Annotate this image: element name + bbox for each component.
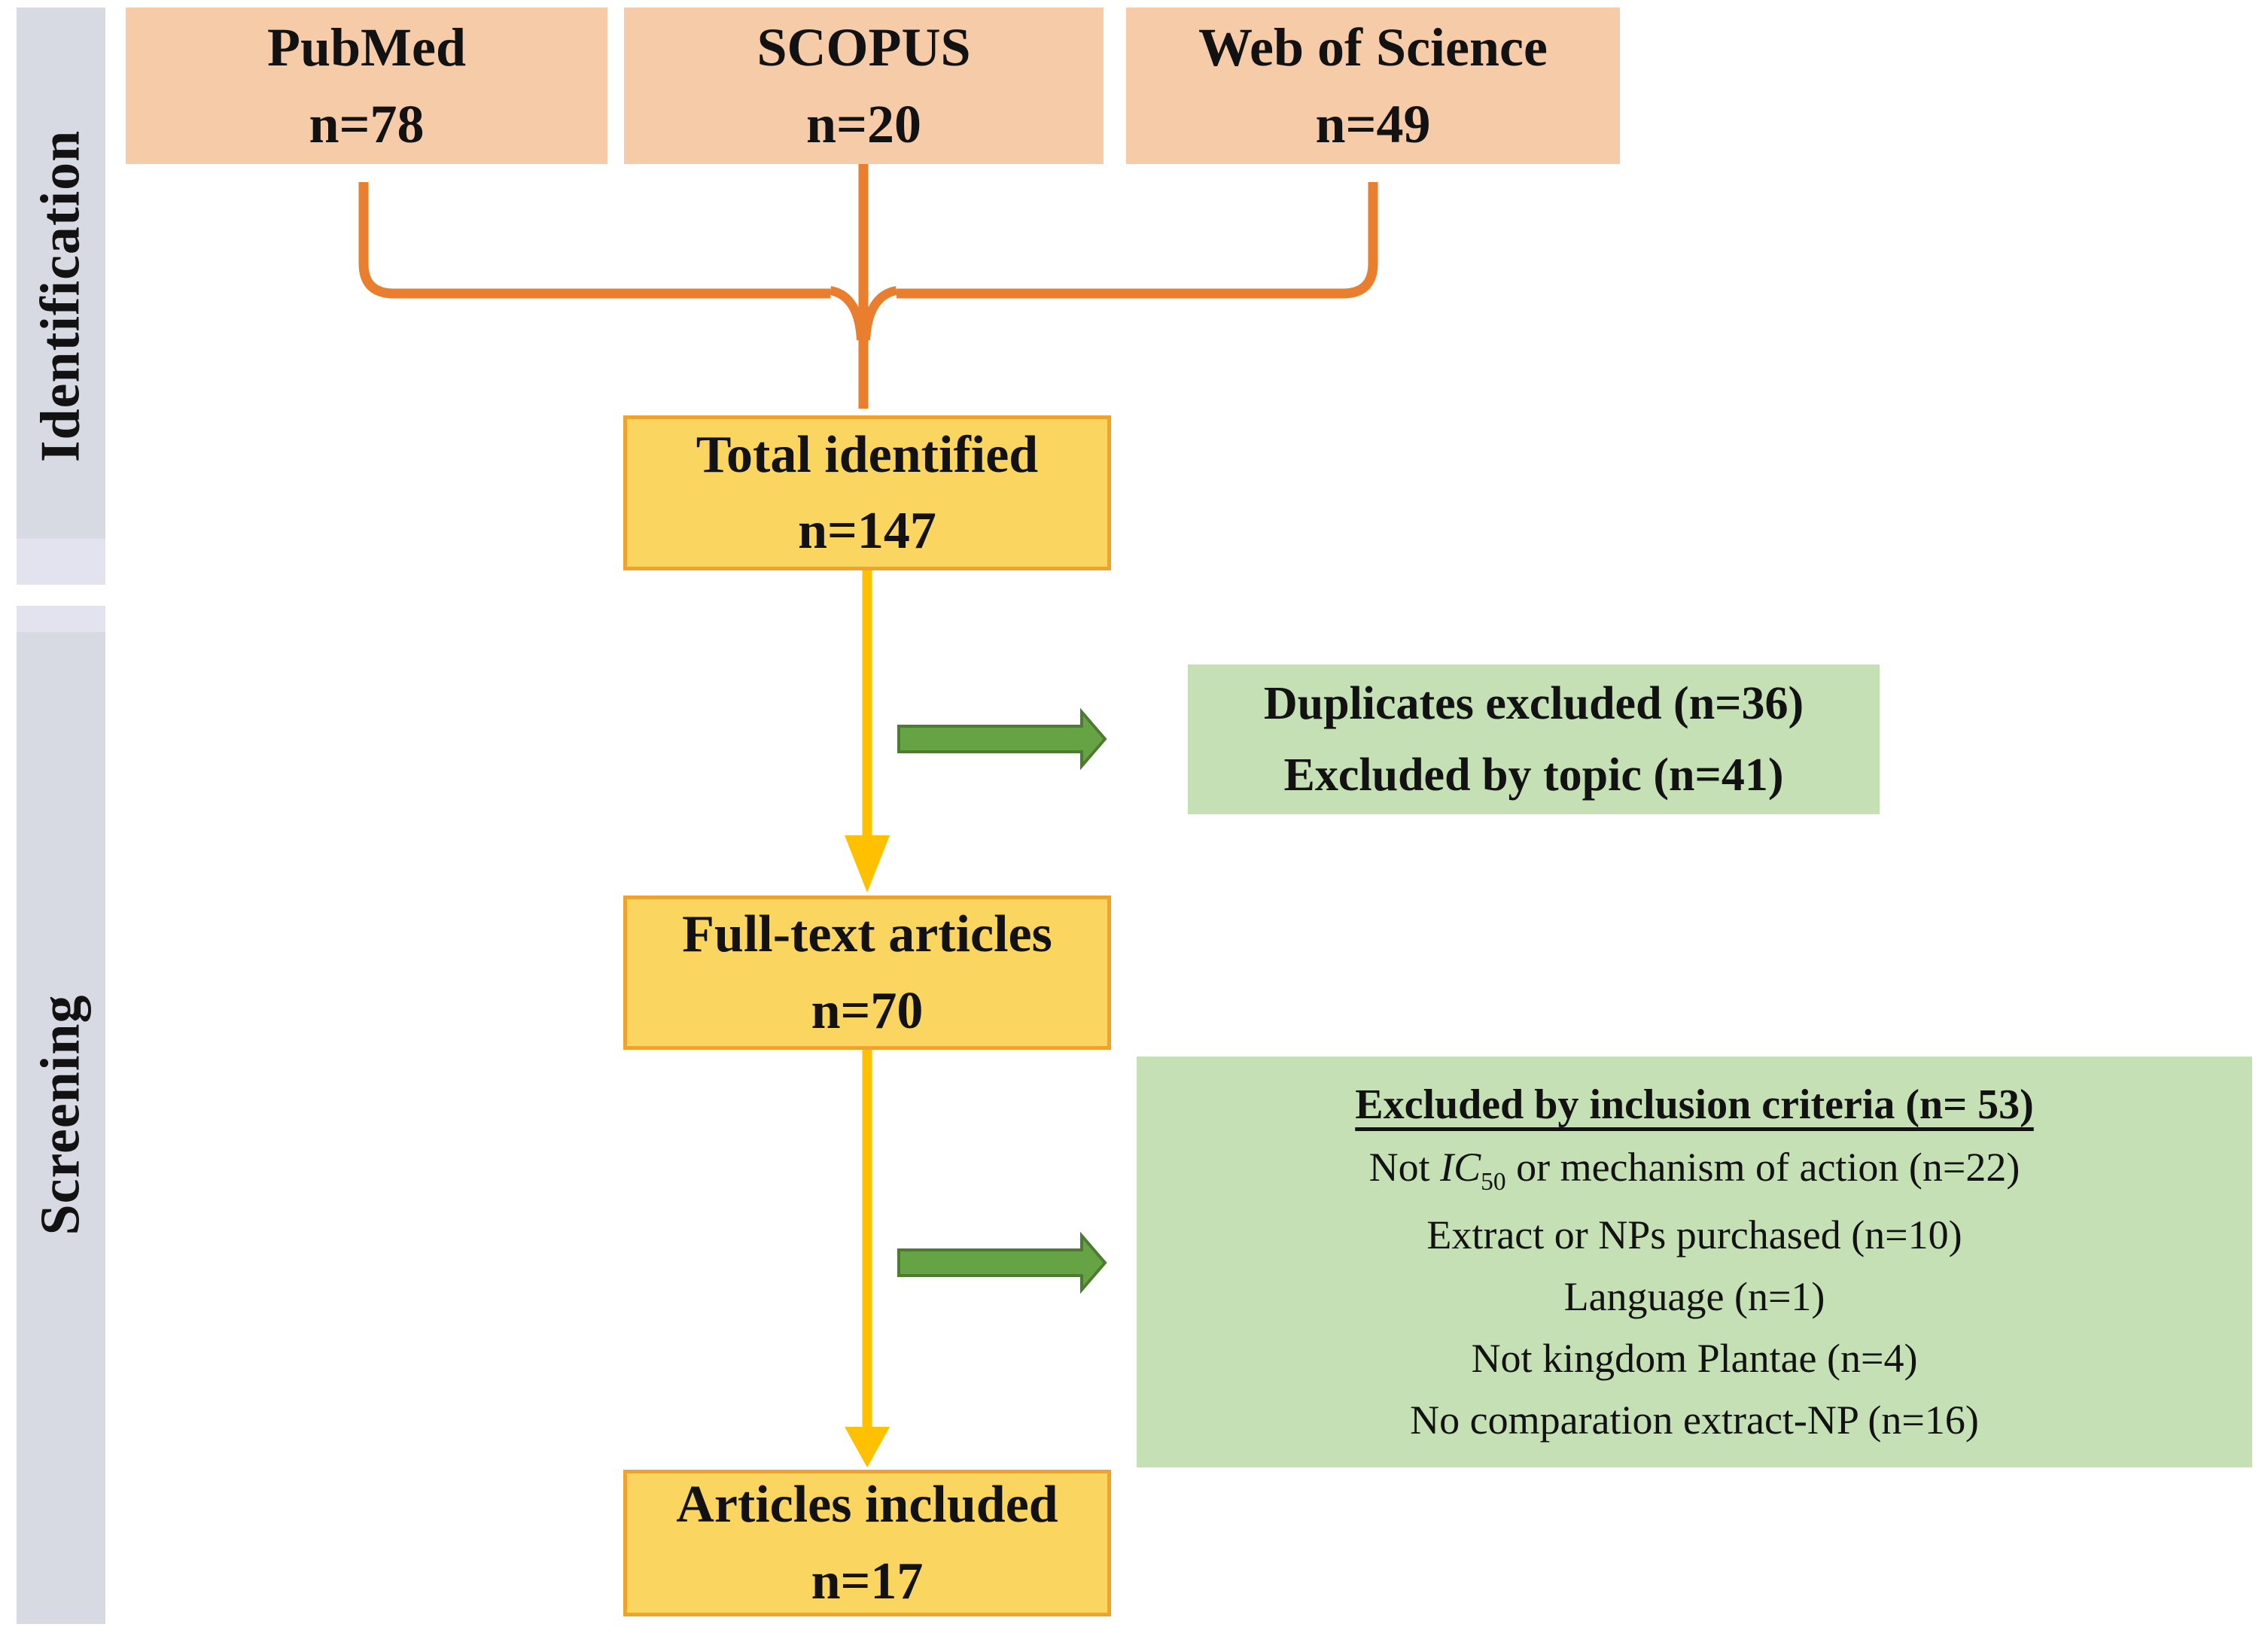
fulltext-articles-box: Full-text articles n=70	[623, 896, 1111, 1050]
box-title: Articles included	[676, 1476, 1058, 1534]
articles-included-box: Articles included n=17	[623, 1470, 1111, 1616]
total-identified-box: Total identified n=147	[623, 415, 1111, 570]
right-arrow-criteria	[897, 1231, 1107, 1294]
down-arrow-1	[845, 570, 890, 893]
inclusion-criteria-box: Excluded by inclusion criteria (n= 53) N…	[1137, 1057, 2252, 1467]
box-count: n=147	[798, 502, 936, 560]
source-box-web-of-science: Web of Science n=49	[1126, 8, 1620, 164]
source-count: n=78	[309, 94, 425, 154]
source-box-pubmed: PubMed n=78	[126, 8, 607, 164]
screening-label: Screening	[29, 994, 92, 1236]
merge-stem	[858, 164, 869, 409]
phase-band-screening: Screening	[17, 606, 105, 1624]
box-count: n=17	[811, 1552, 924, 1610]
ic-italic: IC	[1440, 1145, 1481, 1191]
exclusion-item: Extract or NPs purchased (n=10)	[1426, 1212, 1962, 1257]
source-name: PubMed	[266, 17, 467, 78]
exclusion-line: Duplicates excluded (n=36)	[1263, 678, 1804, 730]
sources-merge-connector	[358, 182, 1378, 341]
source-count: n=49	[1315, 94, 1431, 154]
exclusion-item-ic50: Not IC50 or mechanism of action (n=22)	[1368, 1145, 2020, 1196]
exclusion-item: Not kingdom Plantae (n=4)	[1471, 1335, 1918, 1381]
exclusion-line: Excluded by topic (n=41)	[1283, 749, 1784, 801]
down-arrow-2	[845, 1050, 890, 1467]
exclusion-item: Language (n=1)	[1563, 1273, 1825, 1319]
box-count: n=70	[811, 981, 924, 1040]
source-name: Web of Science	[1198, 17, 1548, 78]
box-title: Full-text articles	[682, 905, 1052, 963]
right-arrow-duplicates	[897, 707, 1107, 771]
exclusion-heading: Excluded by inclusion criteria (n= 53)	[1355, 1081, 2034, 1129]
identification-label: Identification	[29, 129, 92, 463]
phase-band-identification: Identification	[17, 8, 105, 585]
source-box-scopus: SCOPUS n=20	[624, 8, 1104, 164]
source-count: n=20	[805, 94, 922, 154]
box-title: Total identified	[696, 425, 1039, 484]
source-name: SCOPUS	[757, 17, 971, 78]
duplicates-excluded-box: Duplicates excluded (n=36) Excluded by t…	[1188, 664, 1880, 814]
ic-subscript: 50	[1481, 1167, 1506, 1196]
exclusion-item: No comparation extract-NP (n=16)	[1410, 1397, 1979, 1443]
